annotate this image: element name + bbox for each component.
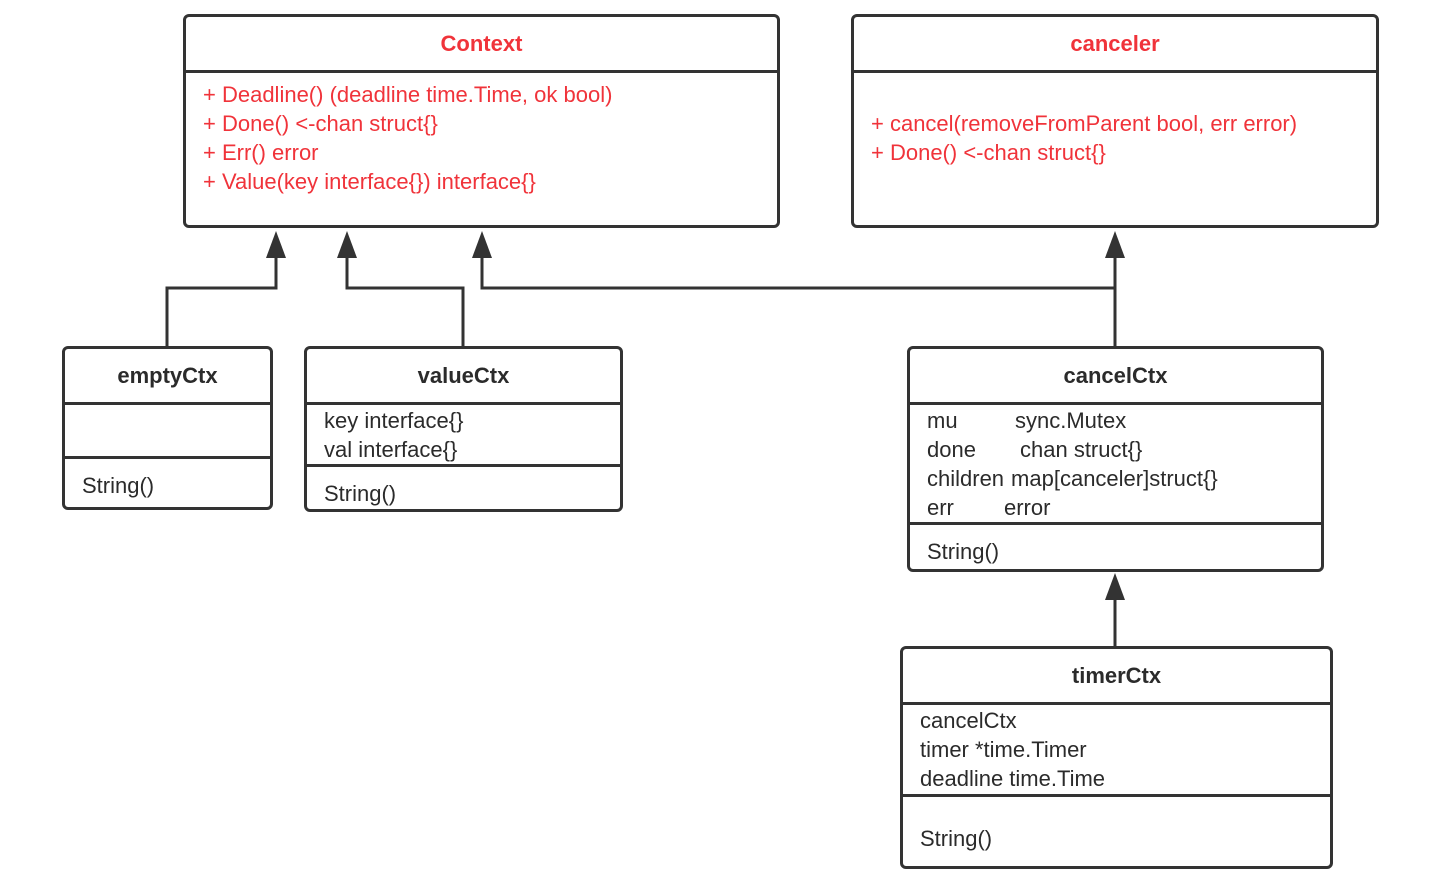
context-method: + Err() error	[203, 140, 319, 165]
timerCtx-field: timer *time.Timer	[920, 737, 1087, 762]
cancelCtx-class-box: cancelCtx mu sync.Mutex done chan struct…	[907, 346, 1324, 572]
valueCtx-field: key interface{}	[324, 408, 464, 433]
cancelCtx-methods: String()	[910, 525, 1321, 566]
timerCtx-method: String()	[920, 826, 993, 851]
cancelCtx-arrowhead	[1105, 573, 1125, 600]
timerCtx-title: timerCtx	[903, 649, 1330, 705]
valueCtx-title: valueCtx	[307, 349, 620, 405]
valueCtx-method: String()	[324, 481, 397, 506]
field-name: children	[927, 466, 1005, 491]
timerCtx-field: cancelCtx	[920, 708, 1017, 733]
emptyCtx-fields	[65, 405, 270, 459]
cancelCtx-to-context-line	[480, 256, 1115, 290]
cancelCtx-method: String()	[927, 539, 1000, 564]
field-type: chan struct{}	[1020, 437, 1143, 462]
context-arrowhead-3	[472, 231, 492, 258]
valueCtx-to-context-line	[345, 256, 465, 347]
canceler-interface-box: canceler + cancel(removeFromParent bool,…	[851, 14, 1379, 228]
context-method: + Value(key interface{}) interface{}	[203, 169, 536, 194]
emptyCtx-title: emptyCtx	[65, 349, 270, 405]
field-name: mu	[927, 408, 958, 433]
field-type: error	[1004, 495, 1051, 520]
context-title: Context	[186, 17, 777, 73]
timerCtx-field: deadline time.Time	[920, 766, 1106, 791]
emptyCtx-to-context-line	[165, 256, 278, 347]
timerCtx-class-box: timerCtx cancelCtx timer *time.Timer dea…	[900, 646, 1333, 869]
context-method: + Deadline() (deadline time.Time, ok boo…	[203, 82, 613, 107]
cancelCtx-title: cancelCtx	[910, 349, 1321, 405]
valueCtx-fields: key interface{} val interface{}	[307, 405, 620, 467]
context-arrowhead-1	[266, 231, 286, 258]
field-name: done	[927, 437, 976, 462]
canceler-method: + Done() <-chan struct{}	[871, 140, 1106, 165]
canceler-arrowhead	[1105, 231, 1125, 258]
cancelCtx-field-row: mu sync.Mutex	[927, 406, 1304, 435]
timerCtx-methods: String()	[903, 797, 1330, 853]
canceler-title: canceler	[854, 17, 1376, 73]
context-methods: + Deadline() (deadline time.Time, ok boo…	[186, 73, 777, 196]
emptyCtx-methods: String()	[65, 459, 270, 500]
context-arrowhead-2	[337, 231, 357, 258]
emptyCtx-method: String()	[82, 473, 155, 498]
valueCtx-field: val interface{}	[324, 437, 458, 462]
valueCtx-class-box: valueCtx key interface{} val interface{}…	[304, 346, 623, 512]
context-interface-box: Context + Deadline() (deadline time.Time…	[183, 14, 780, 228]
field-name: err	[927, 495, 954, 520]
timerCtx-fields: cancelCtx timer *time.Timer deadline tim…	[903, 705, 1330, 797]
emptyCtx-class-box: emptyCtx String()	[62, 346, 273, 510]
field-type: map[canceler]struct{}	[1011, 466, 1218, 491]
cancelCtx-field-row: err error	[927, 493, 1304, 522]
context-method: + Done() <-chan struct{}	[203, 111, 438, 136]
valueCtx-methods: String()	[307, 467, 620, 508]
cancelCtx-field-row: done chan struct{}	[927, 435, 1304, 464]
canceler-method: + cancel(removeFromParent bool, err erro…	[871, 111, 1298, 136]
canceler-methods: + cancel(removeFromParent bool, err erro…	[854, 73, 1376, 167]
field-type: sync.Mutex	[1015, 408, 1127, 433]
cancelCtx-fields: mu sync.Mutex done chan struct{} childre…	[910, 405, 1321, 525]
cancelCtx-field-row: children map[canceler]struct{}	[927, 464, 1304, 493]
